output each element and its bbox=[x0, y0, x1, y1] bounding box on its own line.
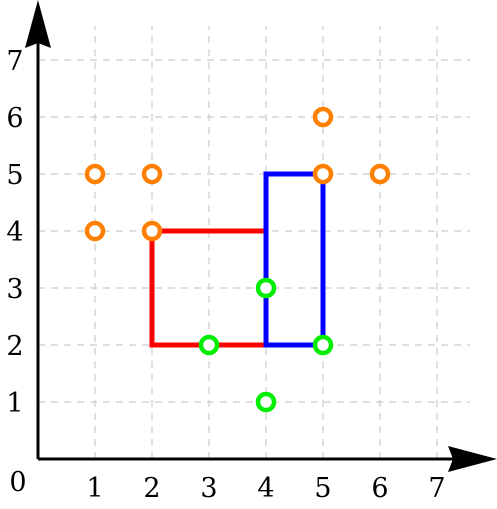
x-tick-label: 5 bbox=[314, 473, 331, 504]
y-tick-label: 3 bbox=[6, 274, 23, 305]
grid bbox=[38, 26, 470, 459]
y-tick-label: 6 bbox=[6, 103, 23, 134]
data-point bbox=[369, 163, 391, 185]
y-tick-label: 1 bbox=[6, 388, 23, 419]
x-tick-label: 4 bbox=[257, 473, 274, 504]
data-point bbox=[255, 391, 277, 413]
data-point bbox=[312, 334, 334, 356]
y-tick-label: 5 bbox=[6, 160, 23, 191]
rectangle-2 bbox=[263, 171, 326, 348]
data-point bbox=[312, 106, 334, 128]
y-tick-label: 7 bbox=[6, 46, 23, 77]
x-axis-arrowhead bbox=[448, 446, 497, 472]
data-point bbox=[84, 163, 106, 185]
y-axis-arrowhead bbox=[25, 0, 51, 48]
data-point bbox=[141, 163, 163, 185]
x-tick-label: 7 bbox=[428, 473, 445, 504]
rectangles bbox=[149, 171, 326, 348]
data-point bbox=[198, 334, 220, 356]
x-tick-label: 1 bbox=[86, 473, 103, 504]
data-point bbox=[255, 277, 277, 299]
x-tick-label: 2 bbox=[143, 473, 160, 504]
x-tick-label: 3 bbox=[200, 473, 217, 504]
data-point bbox=[84, 220, 106, 242]
y-tick-label: 4 bbox=[6, 217, 23, 248]
y-tick-label: 2 bbox=[6, 331, 23, 362]
tick-labels: 1 2 3 4 5 6 7 1 2 3 4 5 6 7 bbox=[6, 46, 445, 504]
data-point bbox=[141, 220, 163, 242]
data-point bbox=[312, 163, 334, 185]
origin-label: 0 bbox=[9, 467, 26, 498]
axes: 0 bbox=[9, 0, 497, 498]
x-tick-label: 6 bbox=[371, 473, 388, 504]
points bbox=[84, 106, 391, 413]
